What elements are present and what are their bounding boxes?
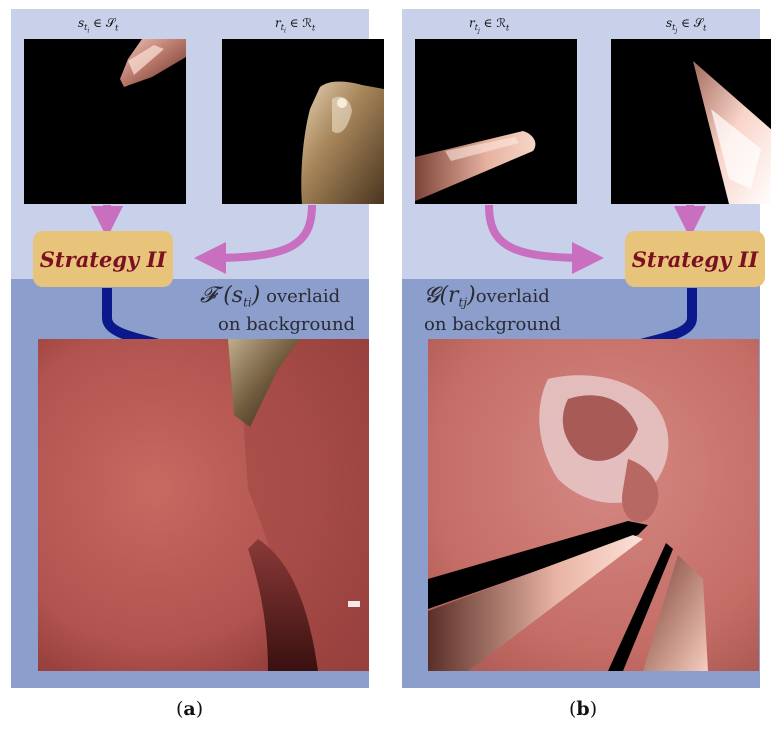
strategy-box-a: Strategy II: [33, 231, 173, 287]
strategy-box-b: Strategy II: [625, 231, 765, 287]
strategy-label-b: Strategy II: [632, 247, 758, 272]
output-image-a: [38, 339, 369, 671]
strategy-label-a: Strategy II: [40, 247, 166, 272]
sublabel-a: (a): [176, 698, 203, 720]
overlay-label-a: 𝓕 (sti) overlaid on background: [200, 285, 355, 336]
arrow-a-real-to-strategy: [210, 205, 312, 258]
sublabel-b: (b): [569, 698, 597, 720]
arrow-b-real-to-strategy: [489, 205, 588, 258]
output-image-b: [428, 339, 759, 671]
overlay-label-b: 𝓖(rtj)overlaid on background: [424, 285, 561, 336]
